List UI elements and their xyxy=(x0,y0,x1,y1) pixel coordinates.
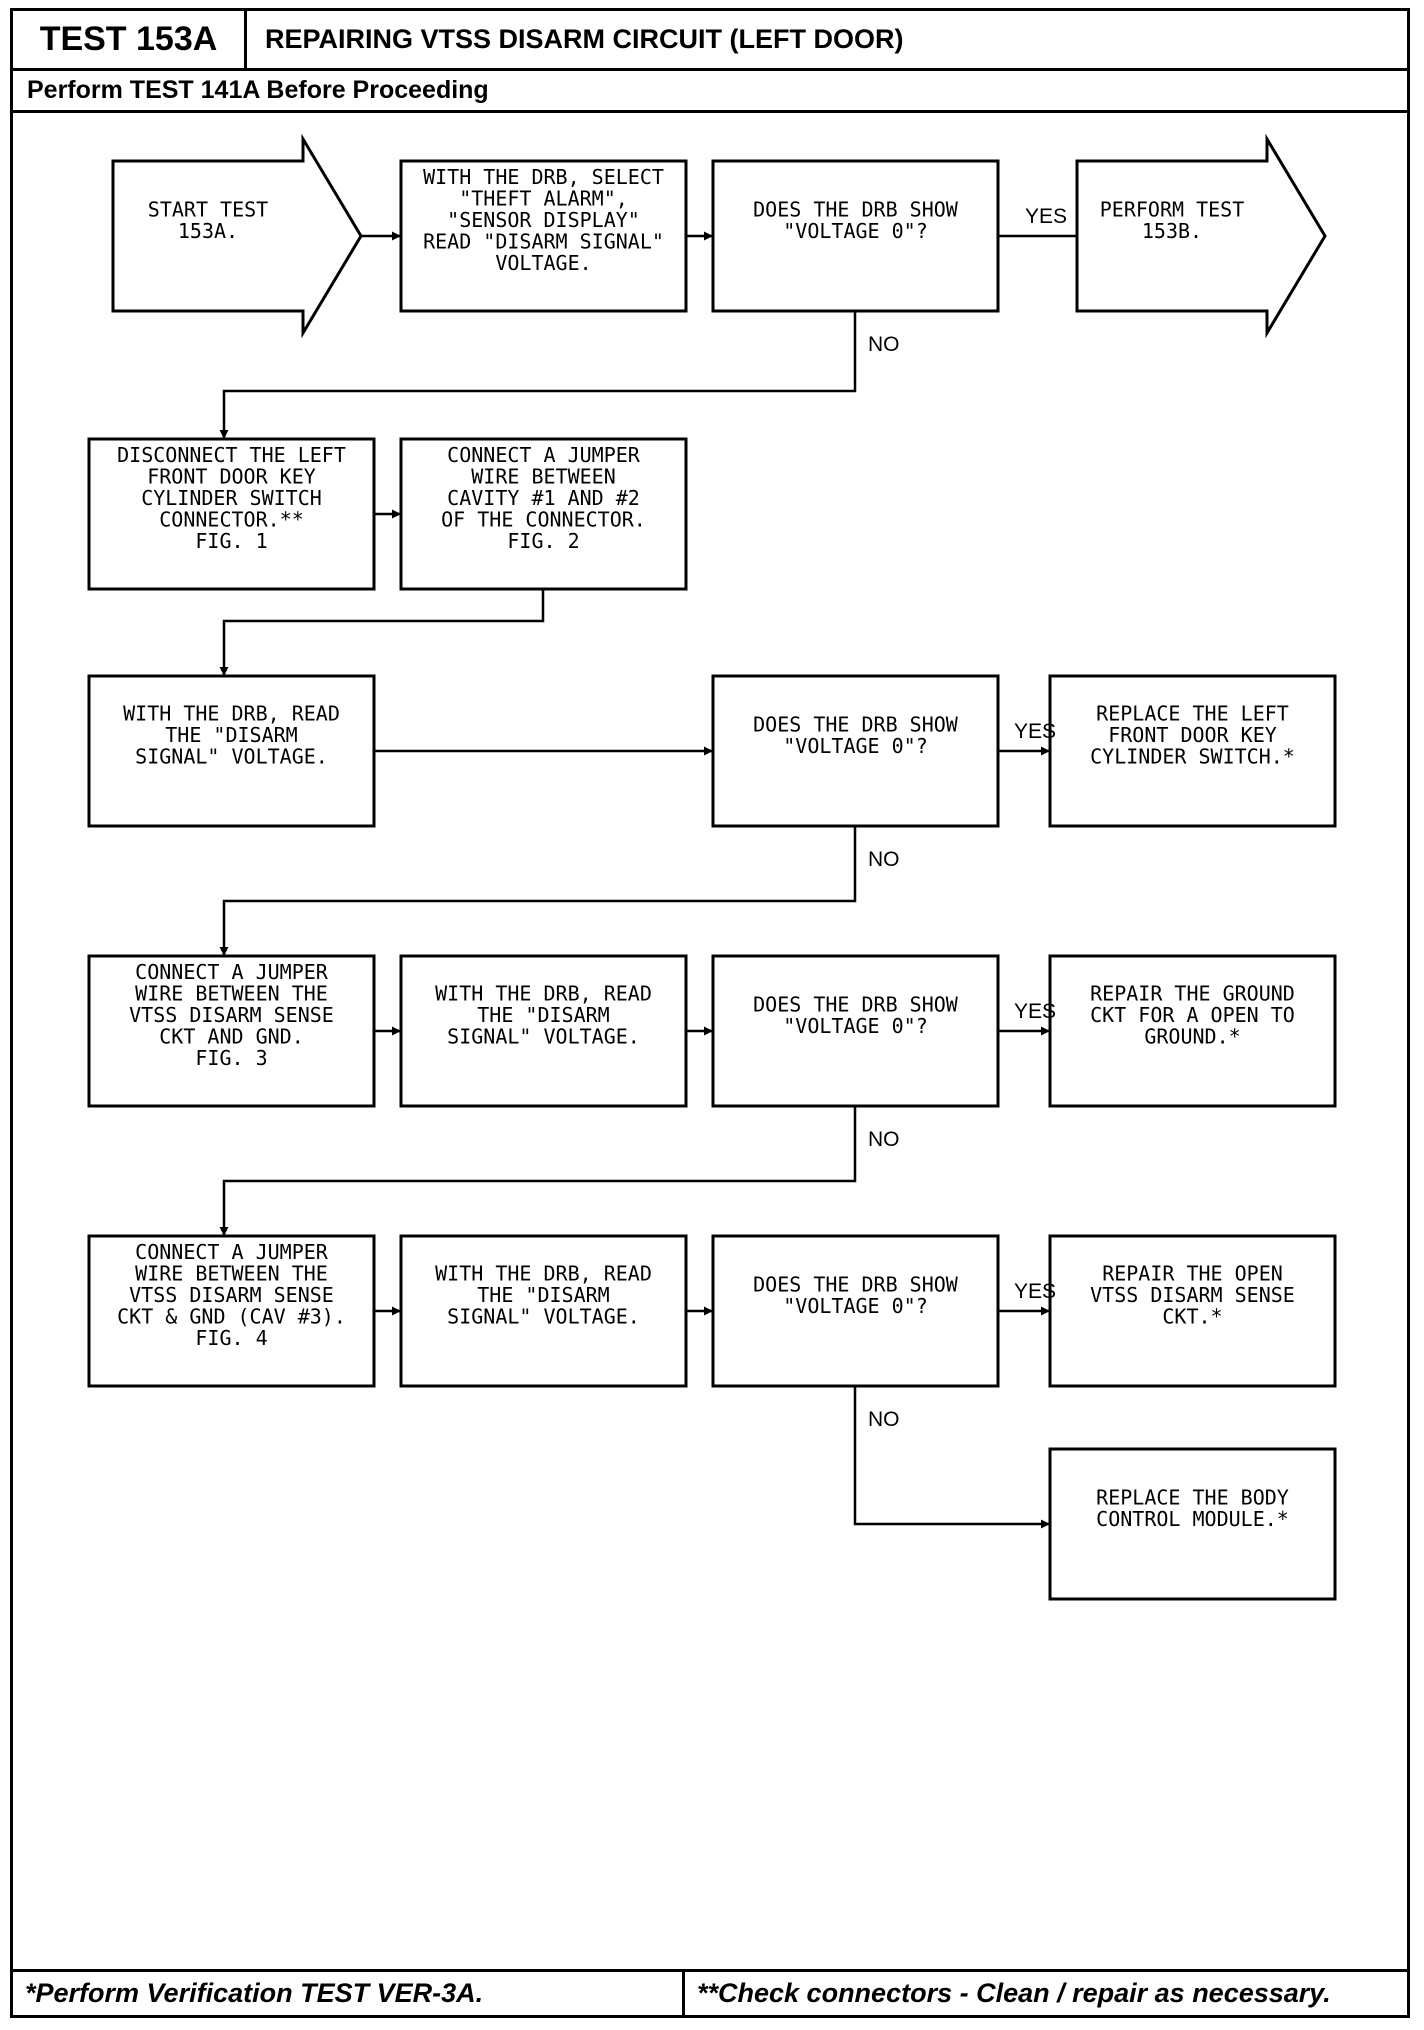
q2-box xyxy=(711,674,1000,828)
q2-text-line: DOES THE DRB SHOW xyxy=(753,712,959,736)
jumper1-text-line: CONNECT A JUMPER xyxy=(447,443,641,467)
replace-switch-box xyxy=(1048,674,1337,828)
disconnect-text-line: CYLINDER SWITCH xyxy=(141,486,322,510)
read3-text-line: THE "DISARM xyxy=(477,1003,609,1027)
test-sheet: TEST 153A REPAIRING VTSS DISARM CIRCUIT … xyxy=(10,8,1410,2018)
jumper4-box xyxy=(87,1234,376,1388)
disconnect-text-line: DISCONNECT THE LEFT xyxy=(117,443,346,467)
read4-text-line: SIGNAL" VOLTAGE. xyxy=(447,1305,640,1329)
repair-ground-text-line: REPAIR THE GROUND xyxy=(1090,982,1295,1006)
select-theft-box xyxy=(399,159,688,313)
test-id: TEST 153A xyxy=(13,11,247,71)
select-theft-text-line: VOLTAGE. xyxy=(495,251,591,275)
q1-text-line: "VOLTAGE 0"? xyxy=(783,219,928,243)
footnote-connectors: **Check connectors - Clean / repair as n… xyxy=(697,1978,1331,2008)
jumper3-text-line: CKT AND GND. xyxy=(159,1025,304,1049)
jumper3-text-line: WIRE BETWEEN THE xyxy=(135,982,328,1006)
read2-box xyxy=(87,674,376,828)
yes-label: YES xyxy=(1014,720,1056,743)
jumper4-text-line: CKT & GND (CAV #3). xyxy=(117,1305,346,1329)
yes-label: YES xyxy=(1014,1000,1056,1023)
start-arrow-box xyxy=(111,133,363,339)
repair-open-text-line: REPAIR THE OPEN xyxy=(1102,1262,1283,1286)
prerequisite-note: Perform TEST 141A Before Proceeding xyxy=(13,71,1407,113)
disconnect-text-line: FIG. 1 xyxy=(195,529,267,553)
read3-text-line: WITH THE DRB, READ xyxy=(435,982,652,1006)
replace-switch-text-line: FRONT DOOR KEY xyxy=(1108,723,1277,747)
read3-box xyxy=(399,954,688,1108)
disconnect-box xyxy=(87,437,376,591)
flow-connector xyxy=(219,826,857,956)
jumper4-text-line: CONNECT A JUMPER xyxy=(135,1240,329,1264)
read2-text-line: THE "DISARM xyxy=(165,723,297,747)
start-text-line: START TEST xyxy=(148,197,268,221)
repair-ground-box xyxy=(1048,954,1337,1108)
disconnect-text-line: CONNECTOR.** xyxy=(159,508,304,532)
flow-connector xyxy=(219,311,857,439)
jumper1-text-line: FIG. 2 xyxy=(507,529,579,553)
perform-153b-arrow-box xyxy=(1075,133,1327,339)
repair-ground-text-line: CKT FOR A OPEN TO xyxy=(1090,1003,1295,1027)
jumper1-box xyxy=(399,437,688,591)
repair-ground-text-line: GROUND.* xyxy=(1144,1025,1240,1049)
q2-text-line: "VOLTAGE 0"? xyxy=(783,734,928,758)
select-theft-text-line: "SENSOR DISPLAY" xyxy=(447,208,640,232)
jumper3-text-line: FIG. 3 xyxy=(195,1046,267,1070)
replace-bcm-box xyxy=(1048,1447,1337,1601)
repair-open-text-line: CKT.* xyxy=(1162,1305,1222,1329)
replace-switch-text-line: CYLINDER SWITCH.* xyxy=(1090,745,1295,769)
read4-text-line: WITH THE DRB, READ xyxy=(435,1262,652,1286)
jumper3-text-line: VTSS DISARM SENSE xyxy=(129,1003,334,1027)
q3-text-line: DOES THE DRB SHOW xyxy=(753,992,959,1016)
yes-label: YES xyxy=(1014,1280,1056,1303)
perform-153b-text-line: 153B. xyxy=(1142,219,1202,243)
q1-text-line: DOES THE DRB SHOW xyxy=(753,197,959,221)
jumper4-text-line: WIRE BETWEEN THE xyxy=(135,1262,328,1286)
select-theft-text-line: READ "DISARM SIGNAL" xyxy=(423,230,664,254)
select-theft-text-line: WITH THE DRB, SELECT xyxy=(423,165,664,189)
jumper1-text-line: OF THE CONNECTOR. xyxy=(441,508,646,532)
disconnect-text-line: FRONT DOOR KEY xyxy=(147,465,316,489)
repair-open-text-line: VTSS DISARM SENSE xyxy=(1090,1283,1295,1307)
q3-text-line: "VOLTAGE 0"? xyxy=(783,1014,928,1038)
no-label: NO xyxy=(868,1408,900,1431)
replace-switch-text-line: REPLACE THE LEFT xyxy=(1096,702,1289,726)
read3-text-line: SIGNAL" VOLTAGE. xyxy=(447,1025,640,1049)
start-text-line: 153A. xyxy=(178,219,238,243)
read4-text-line: THE "DISARM xyxy=(477,1283,609,1307)
read2-text-line: SIGNAL" VOLTAGE. xyxy=(135,745,328,769)
footer: *Perform Verification TEST VER-3A. **Che… xyxy=(13,1969,1407,2015)
no-label: NO xyxy=(868,333,900,356)
perform-153b-text-line: PERFORM TEST xyxy=(1100,197,1245,221)
q3-box xyxy=(711,954,1000,1108)
q4-text-line: "VOLTAGE 0"? xyxy=(783,1294,928,1318)
jumper1-text-line: CAVITY #1 AND #2 xyxy=(447,486,640,510)
replace-bcm-text-line: REPLACE THE BODY xyxy=(1096,1485,1289,1509)
jumper4-text-line: VTSS DISARM SENSE xyxy=(129,1283,334,1307)
read4-box xyxy=(399,1234,688,1388)
q4-box xyxy=(711,1234,1000,1388)
jumper4-text-line: FIG. 4 xyxy=(195,1326,267,1350)
select-theft-text-line: "THEFT ALARM", xyxy=(459,187,628,211)
test-title: REPAIRING VTSS DISARM CIRCUIT (LEFT DOOR… xyxy=(247,11,1407,71)
flow-connector xyxy=(853,1386,1050,1529)
jumper1-text-line: WIRE BETWEEN xyxy=(471,465,616,489)
q4-text-line: DOES THE DRB SHOW xyxy=(753,1272,959,1296)
q1-box xyxy=(711,159,1000,313)
flow-connector xyxy=(219,1106,857,1236)
yes-label: YES xyxy=(1025,205,1067,228)
replace-bcm-text-line: CONTROL MODULE.* xyxy=(1096,1507,1289,1531)
jumper3-box xyxy=(87,954,376,1108)
jumper3-text-line: CONNECT A JUMPER xyxy=(135,960,329,984)
no-label: NO xyxy=(868,848,900,871)
no-label: NO xyxy=(868,1128,900,1151)
footnote-verification: *Perform Verification TEST VER-3A. xyxy=(13,1972,685,2015)
flow-connector xyxy=(219,589,545,676)
read2-text-line: WITH THE DRB, READ xyxy=(123,702,340,726)
repair-open-box xyxy=(1048,1234,1337,1388)
